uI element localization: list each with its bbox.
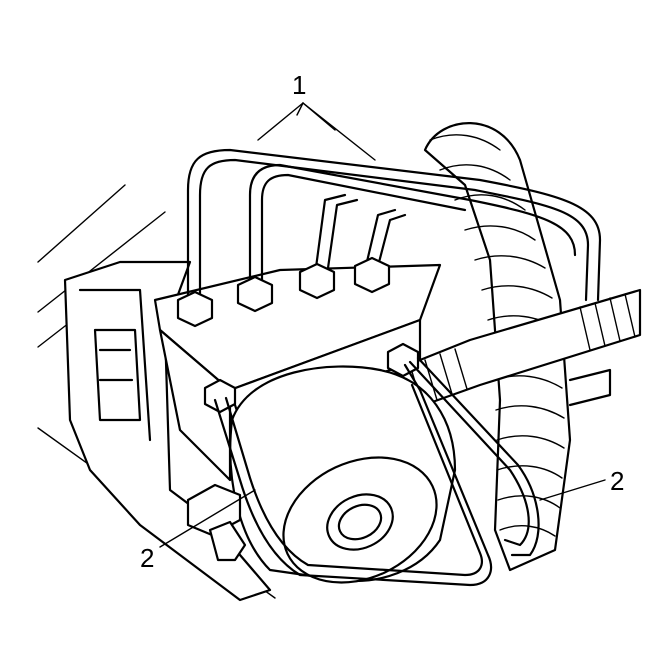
- brake-lines-lower: [213, 356, 540, 587]
- pump-motor: [229, 365, 457, 584]
- brake-lines-upper: [186, 148, 602, 302]
- callout-leader-lines: [159, 102, 606, 548]
- callout-label-1: 1: [292, 70, 307, 100]
- callout-label-2-right: 2: [610, 466, 625, 496]
- modulator-housing: [63, 260, 272, 602]
- callout-label-2-left: 2: [140, 543, 155, 573]
